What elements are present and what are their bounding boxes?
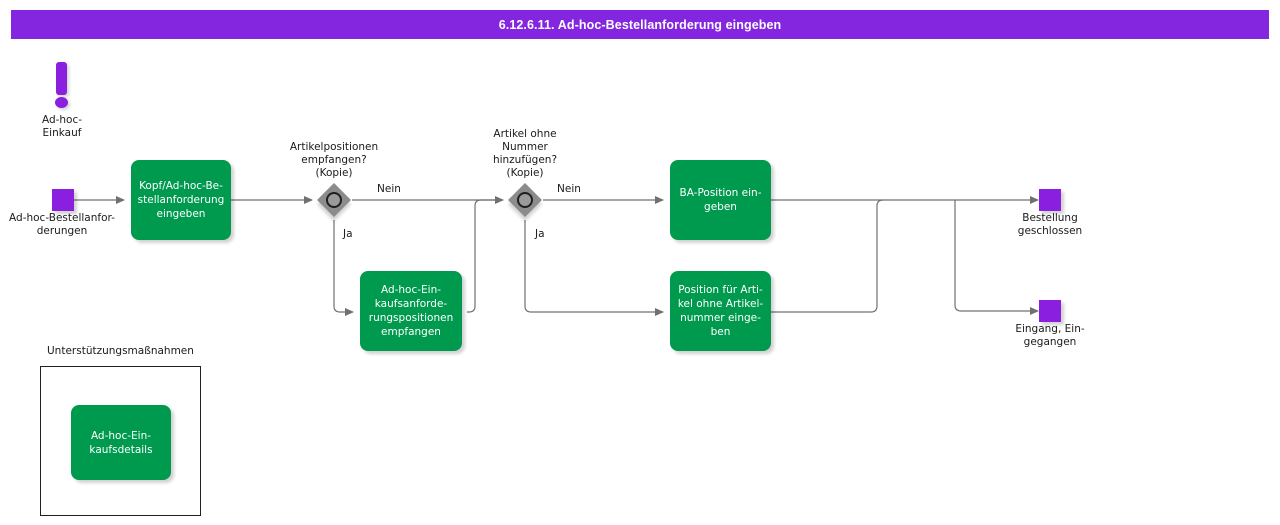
group-icon-label: Ad-hoc- Einkauf xyxy=(41,114,83,139)
page-title: 6.12.6.11. Ad-hoc-Bestellanforderung ein… xyxy=(498,17,782,32)
gateway-1-label: Artikelpositionen empfangen? (Kopie) xyxy=(289,141,379,179)
task-ba-position-eingeben[interactable]: BA-Position ein- geben xyxy=(670,160,771,240)
flow-gw2-ja-to-position-ohne-nummer xyxy=(524,220,664,316)
flow-positionen-to-gw2 xyxy=(467,199,497,313)
window-title-bar: 6.12.6.11. Ad-hoc-Bestellanforderung ein… xyxy=(11,10,1269,39)
task-label: Kopf/Ad-hoc-Be- stellanforderung eingebe… xyxy=(137,180,225,220)
exclamation-mark-icon xyxy=(50,62,74,112)
task-label: Position für Arti- kel ohne Artikel- num… xyxy=(677,284,764,338)
end-event-2-label: Eingang, Ein- gegangen xyxy=(1015,323,1085,348)
edge-label-gw1-ja: Ja xyxy=(343,228,353,240)
support-group-title: Unterstützungsmaßnahmen xyxy=(47,345,194,357)
gateway-2-label: Artikel ohne Nummer hinzufügen? (Kopie) xyxy=(492,128,558,179)
edge-label-gw2-nein: Nein xyxy=(557,183,581,195)
end-event-eingang-eingegangen[interactable] xyxy=(1039,300,1061,322)
task-label: Ad-hoc-Ein- kaufsdetails xyxy=(89,429,153,456)
gateway-artikel-ohne-nummer-hinzufuegen[interactable] xyxy=(508,183,542,217)
gateway-artikelpositionen-empfangen[interactable] xyxy=(317,183,351,217)
task-position-fuer-artikel-ohne-artikelnummer-eingeben[interactable]: Position für Arti- kel ohne Artikel- num… xyxy=(670,271,771,351)
exclamation-bar xyxy=(56,62,67,95)
start-event-label: Ad-hoc-Bestellanfor- derungen xyxy=(9,212,115,237)
end-event-1-label: Bestellung geschlossen xyxy=(1017,212,1083,237)
gateway-event-circle-icon xyxy=(326,192,342,208)
task-ad-hoc-einkaufsdetails[interactable]: Ad-hoc-Ein- kaufsdetails xyxy=(71,405,171,480)
gateway-event-circle-icon xyxy=(517,192,533,208)
start-event-ad-hoc-bestellanforderungen[interactable] xyxy=(52,189,74,211)
task-label: Ad-hoc-Ein- kaufsanforde- rungspositione… xyxy=(368,284,454,338)
task-ad-hoc-einkaufsanforderungspositionen-empfangen[interactable]: Ad-hoc-Ein- kaufsanforde- rungspositione… xyxy=(360,271,462,351)
edge-label-gw1-nein: Nein xyxy=(377,183,401,195)
task-label: BA-Position ein- geben xyxy=(679,187,762,213)
flow-position-ohne-nummer-to-join xyxy=(771,199,884,313)
task-kopf-ad-hoc-bestellanforderung-eingeben[interactable]: Kopf/Ad-hoc-Be- stellanforderung eingebe… xyxy=(131,160,231,240)
support-group-container: Ad-hoc-Ein- kaufsdetails xyxy=(40,366,201,516)
exclamation-dot xyxy=(55,97,68,108)
end-event-bestellung-geschlossen[interactable] xyxy=(1039,189,1061,211)
edge-label-gw2-ja: Ja xyxy=(535,228,545,240)
